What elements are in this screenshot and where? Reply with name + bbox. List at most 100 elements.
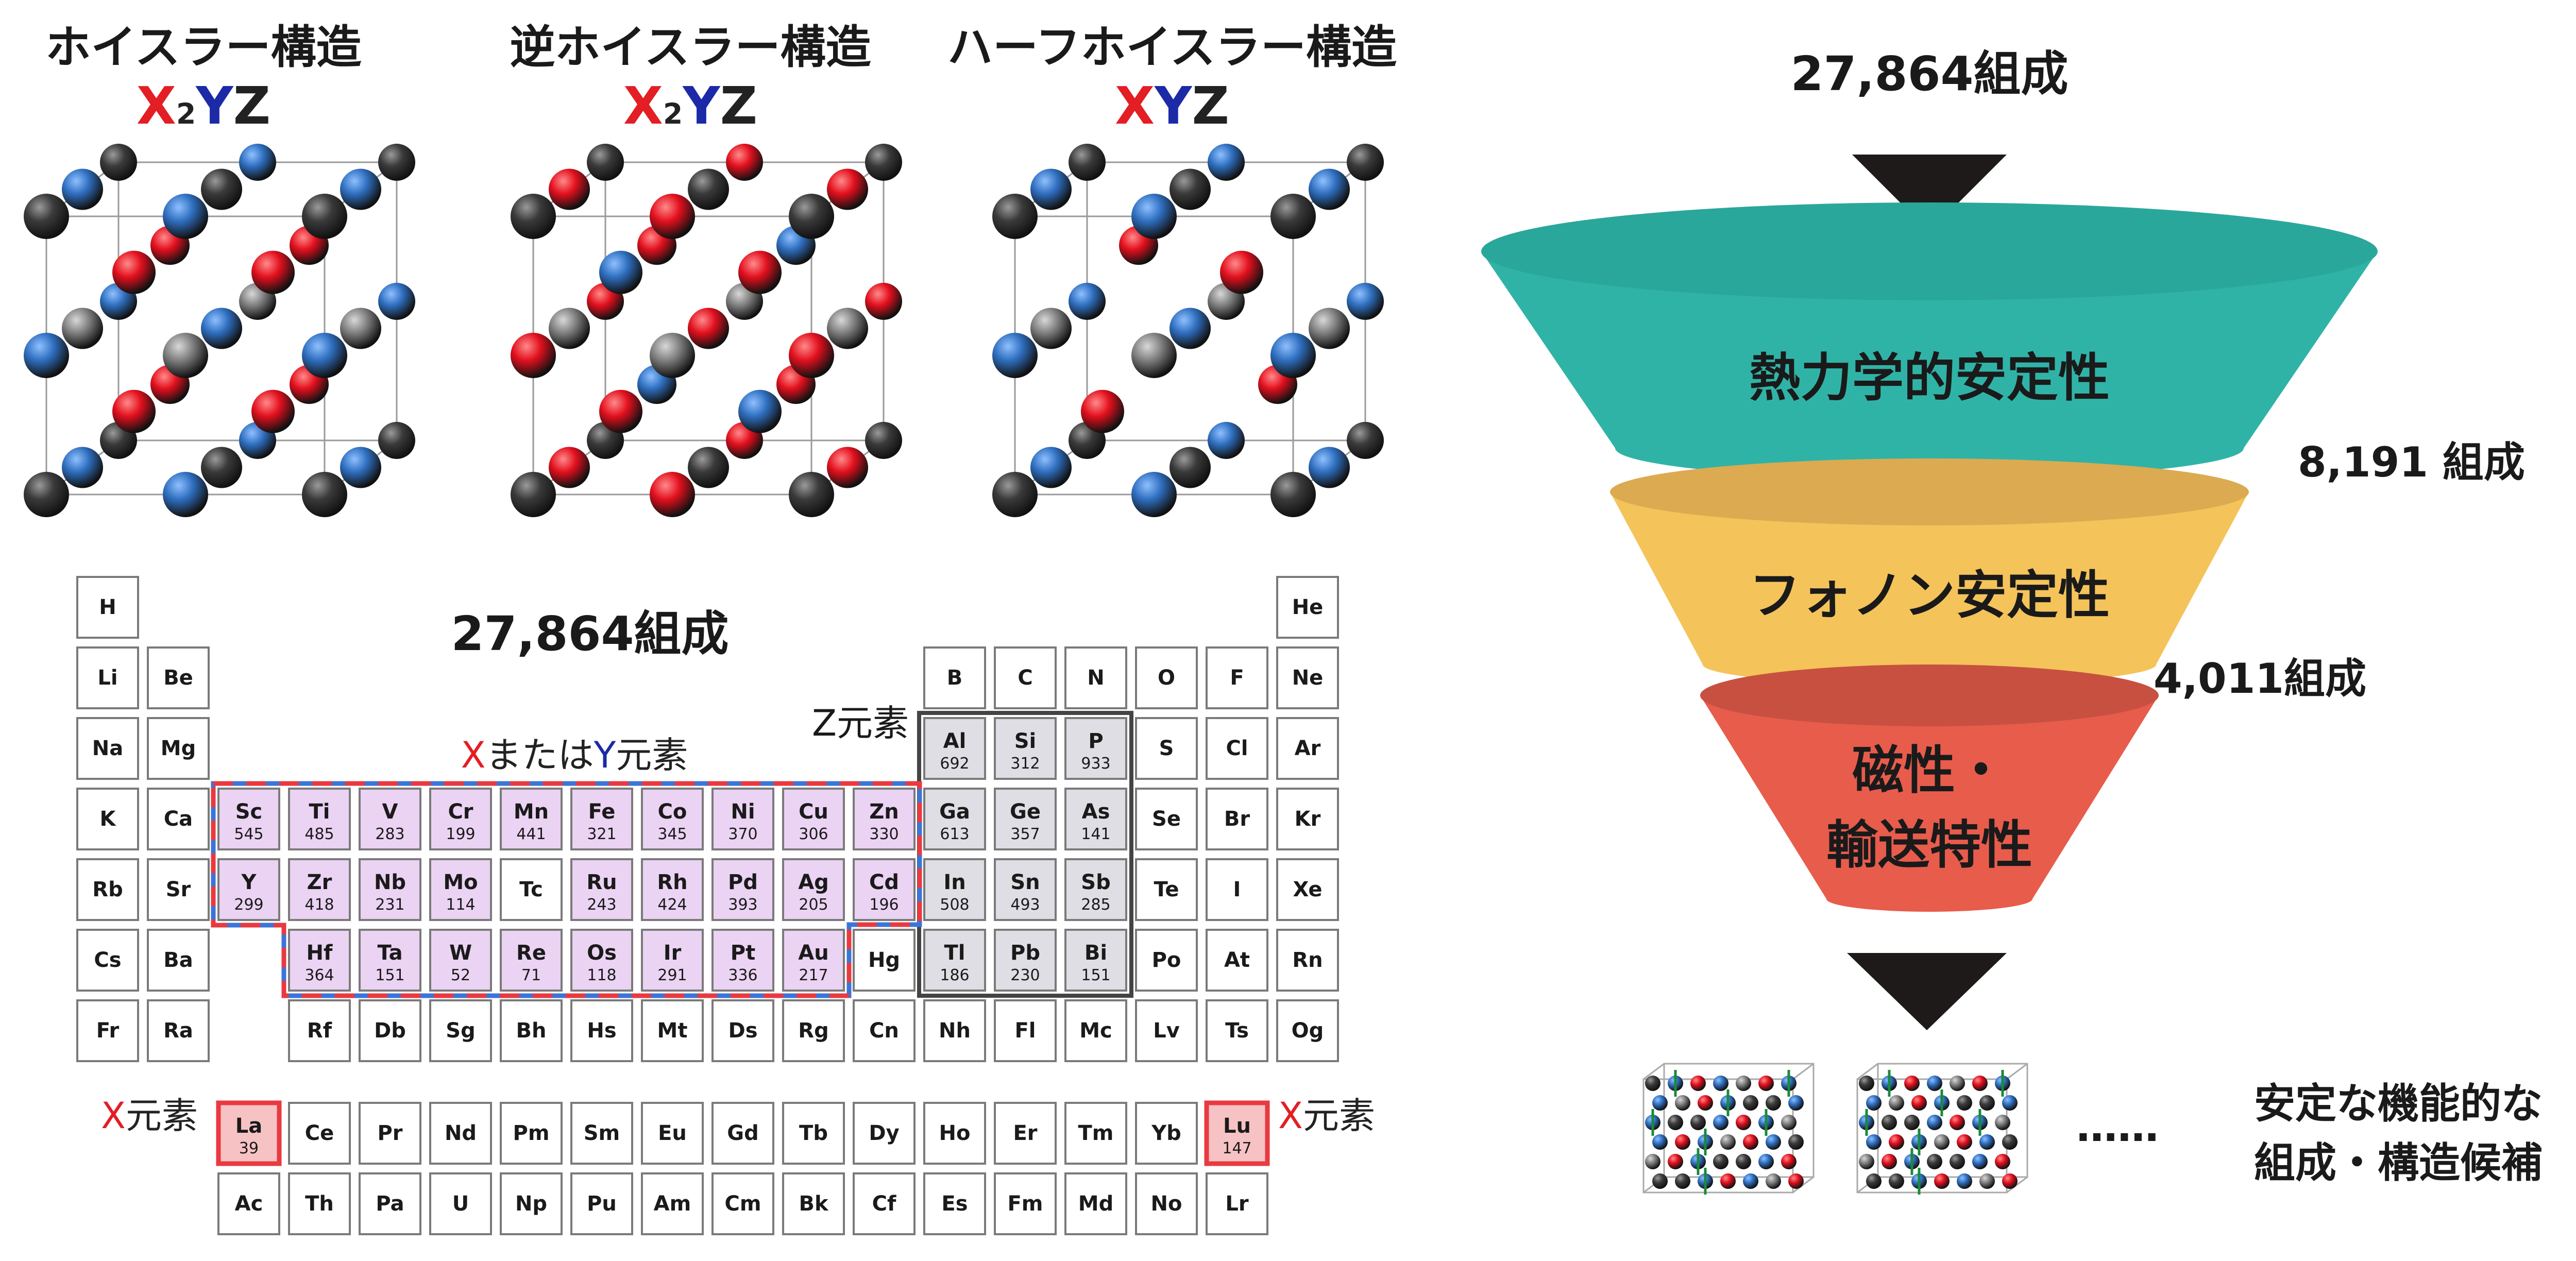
atom-sphere [1889,1173,1904,1189]
element-count: 933 [1081,755,1110,773]
atom-sphere [1904,1076,1920,1091]
atom-sphere [1743,1095,1758,1111]
element-cell-box [994,788,1057,850]
element-symbol: Gd [727,1121,758,1145]
element-count: 312 [1010,755,1040,773]
element-cell-fr: Fr [76,999,139,1062]
atom-sphere [1675,1173,1690,1189]
element-count: 71 [521,966,541,984]
element-cell-ca: Ca [147,788,210,850]
element-cell-box [359,788,421,850]
element-cell-box [359,1172,421,1235]
element-cell-box [1276,717,1339,780]
element-count: 291 [657,966,687,984]
atom-sphere [1889,1134,1904,1150]
atom-sphere [1270,333,1316,378]
structure-title: 逆ホイスラー構造 [510,21,871,74]
element-cell-cf: Cf [853,1172,916,1235]
element-symbol: Rh [657,871,687,894]
element-cell-box [711,1102,774,1165]
z-element-label: Z元素 [812,702,909,744]
element-count: 424 [657,896,687,914]
atom-sphere [1347,144,1384,181]
atom-sphere [1170,447,1211,488]
element-cell-bh: Bh [500,999,563,1062]
element-symbol: Dy [869,1121,899,1145]
element-symbol: Pa [376,1192,404,1216]
element-cell-box [76,788,139,850]
atom-sphere [1030,308,1072,349]
funnel-stage-label: 輸送特性 [1826,815,2032,875]
atom-sphere [1866,1134,1882,1150]
funnel-stage-count: 8,191 組成 [2298,438,2525,486]
structure-title: ハーフホイスラー構造 [947,21,1397,74]
atom-sphere [201,168,242,210]
xy-element-label: XまたはY元素 [461,734,688,776]
atom-sphere [1866,1095,1882,1111]
element-cell-sr: Sr [147,858,210,921]
funnel-stage-label: 熱力学的安定性 [1749,348,2110,408]
atom-sphere [251,250,295,294]
element-count: 306 [799,825,828,843]
element-symbol: C [1018,666,1032,690]
element-cell-box [500,929,563,992]
element-cell-box [711,929,774,992]
atom-sphere [1309,447,1350,488]
element-cell-mt: Mt [641,999,704,1062]
element-cell-box [570,1102,633,1165]
element-symbol: Hf [307,941,333,965]
atom-sphere [340,447,381,488]
atom-sphere [992,333,1038,378]
element-count: 336 [728,966,757,984]
cell-edge [1792,1176,1814,1194]
element-symbol: N [1087,666,1104,690]
atom-sphere [1736,1154,1751,1169]
element-symbol: La [235,1114,262,1138]
x-element-label-left: X元素 [101,1095,198,1137]
element-cell-be: Be [147,646,210,709]
atom-sphere [1927,1154,1942,1169]
element-count: 196 [869,896,899,914]
text-span: X [1115,76,1155,136]
element-symbol: Sm [584,1121,620,1145]
element-count: 118 [587,966,616,984]
element-cell-box [570,999,633,1062]
element-symbol: Sb [1081,871,1110,894]
atom-sphere [1927,1076,1942,1091]
atom-sphere [1069,144,1106,181]
atom-sphere [865,144,902,181]
atom-sphere [378,422,415,459]
element-symbol: Lu [1223,1114,1251,1138]
initial-count: 27,864組成 [1790,46,2068,101]
atom-sphere [650,333,695,378]
element-cell-box [923,1102,986,1165]
atom-sphere [1713,1115,1728,1130]
atom-sphere [1347,283,1384,320]
element-count: 114 [446,896,475,914]
atom-sphere [549,447,590,488]
element-cell-dy: Dy [853,1102,916,1165]
atom-sphere [24,472,69,517]
atom-sphere [201,308,242,349]
structure-formula: X2YZ [137,76,270,136]
atom-sphere [1766,1134,1781,1150]
element-symbol: Cs [94,948,121,972]
element-cell-box [429,1172,492,1235]
element-cell-box [1204,1100,1270,1166]
element-symbol: Pd [728,871,758,894]
element-cell-box [853,858,916,921]
element-cell-ac: Ac [217,1172,280,1235]
element-cell-box [288,929,351,992]
funnel-stage: 磁性・輸送特性 [1700,664,2159,912]
element-symbol: Ra [163,1019,193,1043]
element-cell-w: W52 [429,929,492,992]
atom-sphere [1652,1173,1668,1189]
element-symbol: K [100,807,117,831]
